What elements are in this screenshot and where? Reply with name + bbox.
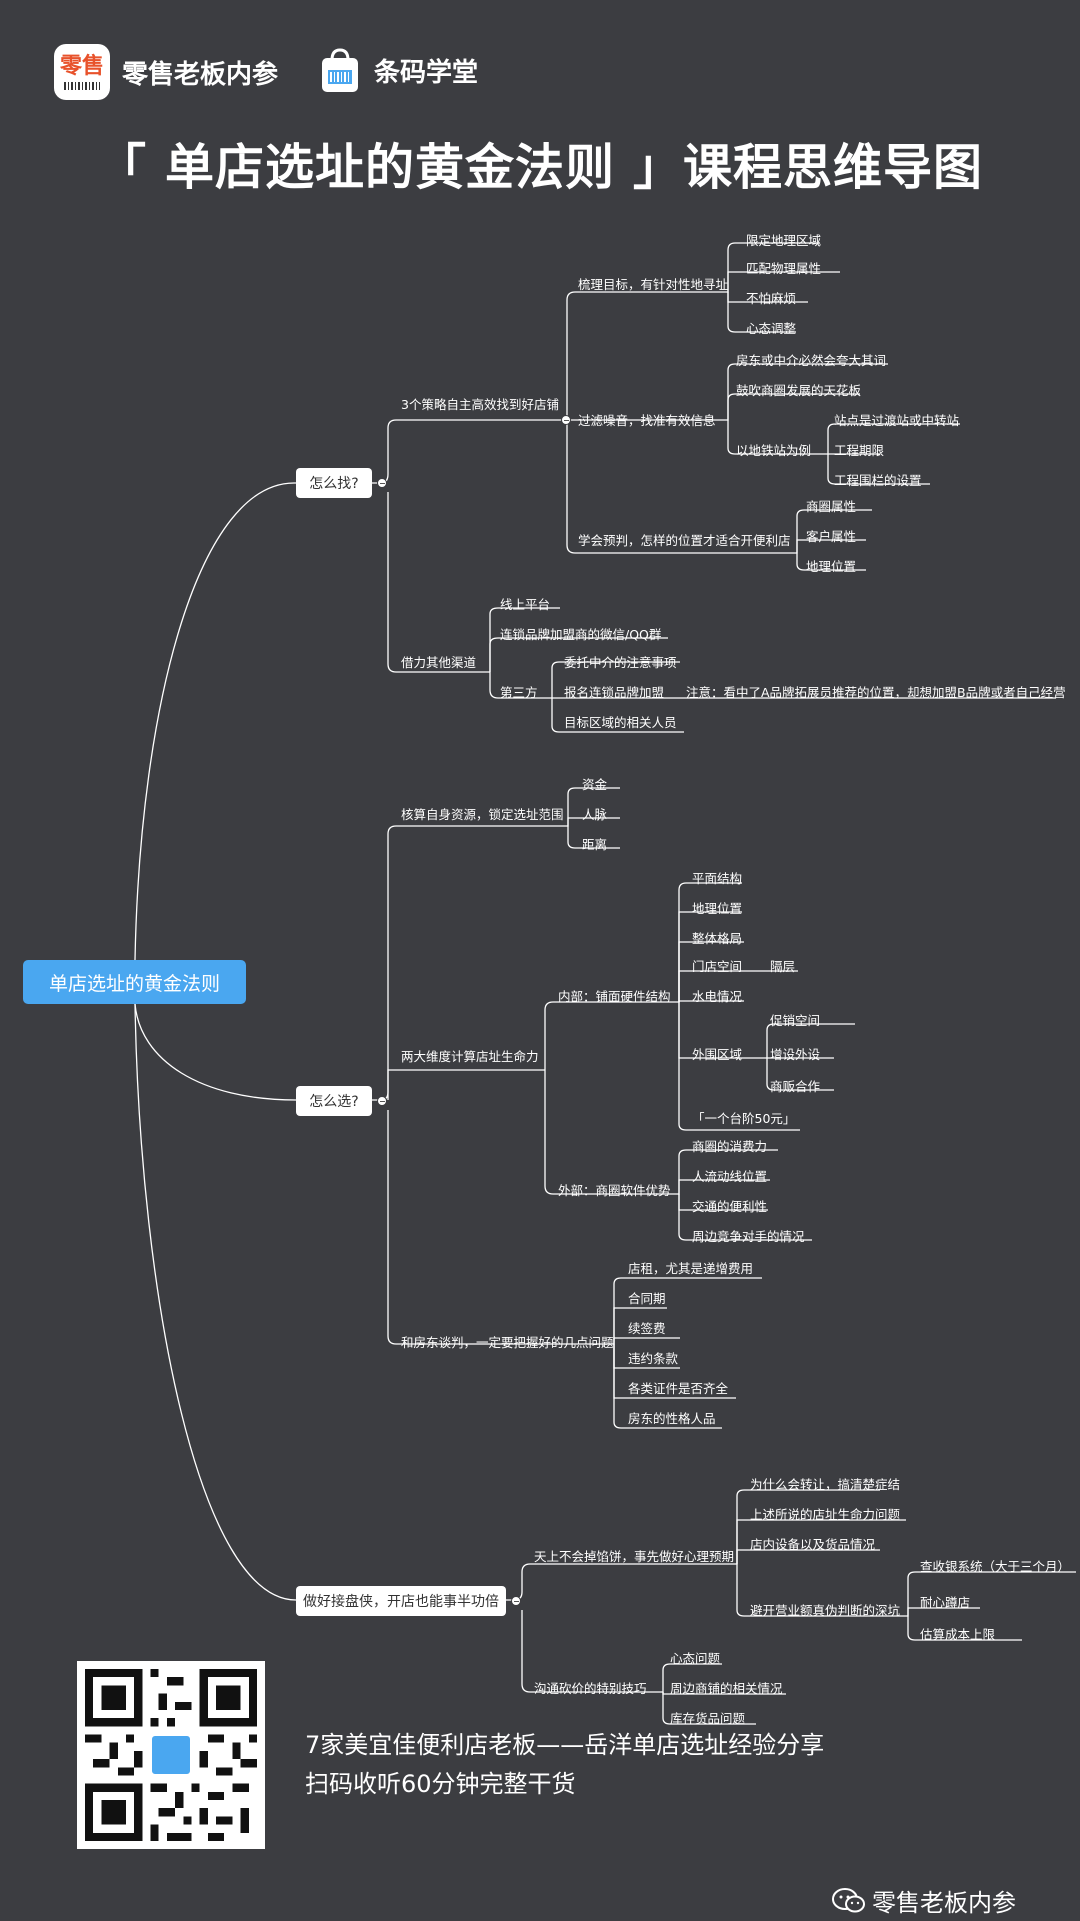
node-resource-item[interactable]: 距离: [582, 837, 608, 852]
node-third-item[interactable]: 报名连锁品牌加盟: [564, 685, 665, 700]
node-space-child[interactable]: 隔层: [770, 959, 796, 974]
node-outer-area-item[interactable]: 促销空间: [770, 1013, 821, 1028]
node-outer-item[interactable]: 人流动线位置: [692, 1169, 768, 1184]
brand-tiaoma: 条码学堂: [318, 46, 478, 94]
node-deep-item[interactable]: 耐心蹲店: [920, 1595, 971, 1610]
node-expect-item[interactable]: 为什么会转让，搞清楚症结: [750, 1477, 901, 1492]
node-two-dimensions[interactable]: 两大维度计算店址生命力: [401, 1049, 539, 1064]
node-third-item[interactable]: 委托中介的注意事项: [564, 655, 677, 670]
node-metro-item[interactable]: 工程围栏的设置: [834, 473, 922, 488]
node-a1-item[interactable]: 匹配物理属性: [746, 261, 822, 276]
node-landlord-item[interactable]: 续签费: [628, 1321, 666, 1336]
node-inner-item[interactable]: 水电情况: [692, 989, 743, 1004]
node-inner-item[interactable]: 地理位置: [692, 901, 743, 916]
node-a1-item[interactable]: 限定地理区域: [746, 233, 822, 248]
node-deep-item[interactable]: 查收银系统（大于三个月）: [920, 1559, 1071, 1574]
node-target[interactable]: 梳理目标，有针对性地寻址: [578, 277, 729, 292]
node-bargain[interactable]: 沟通砍价的特别技巧: [534, 1681, 647, 1696]
node-metro-item[interactable]: 工程期限: [834, 443, 885, 458]
node-inner-item[interactable]: 整体格局: [692, 931, 743, 946]
node-resource-item[interactable]: 资金: [582, 777, 608, 792]
node-inner-item[interactable]: 外围区域: [692, 1047, 743, 1062]
footer-brand-name: 零售老板内参: [872, 1889, 1016, 1917]
node-filter-noise[interactable]: 过滤噪音，找准有效信息: [578, 413, 716, 428]
node-outer-item[interactable]: 周边竞争对手的情况: [692, 1229, 805, 1244]
node-landlord-item[interactable]: 店租，尤其是递增费用: [628, 1261, 754, 1276]
node-outer-item[interactable]: 交通的便利性: [692, 1199, 768, 1214]
branch-takeover[interactable]: 做好接盘侠，开店也能事半功倍: [296, 1586, 506, 1616]
footer-line-2: 扫码收听60分钟完整干货: [305, 1770, 576, 1798]
node-third-party[interactable]: 第三方: [500, 685, 538, 700]
collapse-toggle-icon[interactable]: [561, 415, 571, 425]
collapse-toggle-icon[interactable]: [377, 1096, 387, 1106]
node-landlord-item[interactable]: 房东的性格人品: [628, 1411, 716, 1426]
node-expect-item[interactable]: 上述所说的店址生命力问题: [750, 1507, 901, 1522]
node-inner-item[interactable]: 平面结构: [692, 871, 743, 886]
branch-how-to-find[interactable]: 怎么找?: [296, 468, 372, 498]
node-predict[interactable]: 学会预判，怎样的位置才适合开便利店: [578, 533, 791, 548]
node-resource-item[interactable]: 人脉: [582, 807, 608, 822]
node-inner[interactable]: 内部：铺面硬件结构: [558, 989, 671, 1004]
node-outer[interactable]: 外部：商圈软件优势: [558, 1183, 671, 1198]
node-bargain-item[interactable]: 心态问题: [670, 1651, 721, 1666]
node-a1-item[interactable]: 不怕麻烦: [746, 291, 797, 306]
node-metro-item[interactable]: 站点是过渡站或中转站: [834, 413, 960, 428]
node-inner-item[interactable]: 「一个台阶50元」: [692, 1111, 796, 1126]
node-a3-item[interactable]: 地理位置: [806, 559, 857, 574]
node-a1-item[interactable]: 心态调整: [746, 321, 797, 336]
node-expect-item[interactable]: 店内设备以及货品情况: [750, 1537, 876, 1552]
lingshou-logo-icon: 零售: [54, 44, 110, 100]
node-landlord-item[interactable]: 各类证件是否齐全: [628, 1381, 729, 1396]
brand-tiaoma-name: 条码学堂: [374, 57, 479, 88]
mindmap-root-node[interactable]: 单店选址的黄金法则: [23, 960, 246, 1004]
wechat-icon: [832, 1887, 865, 1912]
qr-code-pattern: [85, 1669, 257, 1841]
footer-brand: 零售老板内参: [832, 1883, 1016, 1918]
brand-lingshou-name: 零售老板内参: [122, 59, 279, 90]
node-resources[interactable]: 核算自身资源，锁定选址范围: [401, 807, 564, 822]
node-metro[interactable]: 以地铁站为例: [736, 443, 812, 458]
collapse-toggle-icon[interactable]: [377, 478, 387, 488]
node-channel-item[interactable]: 连锁品牌加盟商的微信/QQ群: [500, 627, 662, 642]
shopping-bag-icon: [149, 1733, 193, 1777]
node-bargain-item[interactable]: 周边商铺的相关情况: [670, 1681, 783, 1696]
node-a2-item[interactable]: 鼓吹商圈发展的天花板: [736, 383, 862, 398]
brand-lingshou: 零售 零售老板内参: [54, 44, 278, 100]
node-landlord-item[interactable]: 违约条款: [628, 1351, 679, 1366]
node-3-strategies[interactable]: 3个策略自主高效找到好店铺: [401, 397, 559, 412]
node-outer-area-item[interactable]: 商贩合作: [770, 1079, 821, 1094]
shopping-bag-icon: [322, 48, 358, 92]
node-a3-item[interactable]: 商圈属性: [806, 499, 857, 514]
node-inner-item[interactable]: 门店空间: [692, 959, 743, 974]
node-outer-area-item[interactable]: 增设外设: [770, 1047, 821, 1062]
node-outer-item[interactable]: 商圈的消费力: [692, 1139, 768, 1154]
node-a2-item[interactable]: 房东或中介必然会夸大其词: [736, 353, 887, 368]
footer-line-1: 7家美宜佳便利店老板——岳洋单店选址经验分享: [305, 1731, 825, 1759]
node-landlord[interactable]: 和房东谈判，一定要把握好的几点问题: [401, 1335, 614, 1350]
node-a3-item[interactable]: 客户属性: [806, 529, 857, 544]
node-deep-item[interactable]: 估算成本上限: [920, 1627, 996, 1642]
branch-how-to-choose[interactable]: 怎么选?: [296, 1086, 372, 1116]
node-expect-item[interactable]: 避开营业额真伪判断的深坑: [750, 1603, 901, 1618]
page-title: 「 单店选址的黄金法则 」课程思维导图: [96, 139, 984, 196]
qr-code[interactable]: [77, 1661, 265, 1849]
node-expectations[interactable]: 天上不会掉馅饼，事先做好心理预期: [534, 1549, 735, 1564]
collapse-toggle-icon[interactable]: [511, 1596, 521, 1606]
node-note[interactable]: 注意：看中了A品牌拓展员推荐的位置，却想加盟B品牌或者自己经营: [686, 685, 1066, 700]
node-third-item[interactable]: 目标区域的相关人员: [564, 715, 677, 730]
node-bargain-item[interactable]: 库存货品问题: [670, 1711, 746, 1726]
node-other-channels[interactable]: 借力其他渠道: [401, 655, 477, 670]
node-channel-item[interactable]: 线上平台: [500, 597, 551, 612]
node-landlord-item[interactable]: 合同期: [628, 1291, 666, 1306]
